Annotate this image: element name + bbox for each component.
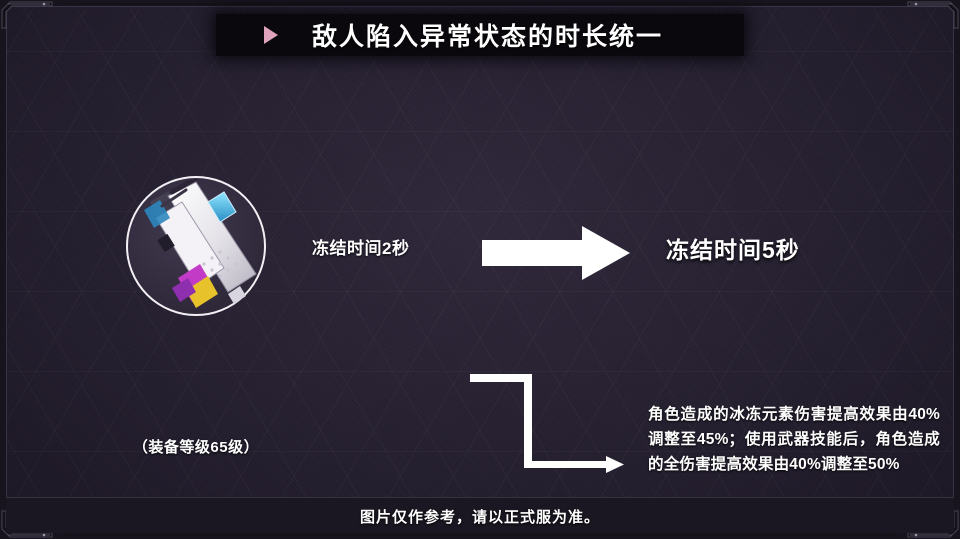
comparison-row-1: 冻结时间2秒 冻结时间5秒 <box>0 88 960 316</box>
footer-disclaimer: 图片仅作参考，请以正式服为准。 <box>359 509 600 526</box>
title-banner: 敌人陷入异常状态的时长统一 <box>216 14 744 56</box>
elbow-connector-arrow-icon <box>470 360 660 485</box>
weapon-icon-white-rifle[interactable] <box>126 176 266 316</box>
frame-line-bottom <box>26 534 934 536</box>
triangle-right-icon <box>264 26 278 44</box>
page-title: 敌人陷入异常状态的时长统一 <box>312 24 664 51</box>
detail-paragraph: 角色造成的冰冻元素伤害提高效果由40%调整至45%；使用武器技能后，角色造成的全… <box>648 406 940 473</box>
equipment-level-caption: （装备等级65级） <box>132 439 260 456</box>
footer-band <box>6 497 954 533</box>
frame-line-top <box>26 3 934 5</box>
row-1-after-label: 冻结时间5秒 <box>666 237 800 263</box>
weapon-art-white-rifle <box>144 179 257 308</box>
row-1-before-label: 冻结时间2秒 <box>312 239 410 258</box>
block-arrow-right-icon-1 <box>482 226 630 280</box>
